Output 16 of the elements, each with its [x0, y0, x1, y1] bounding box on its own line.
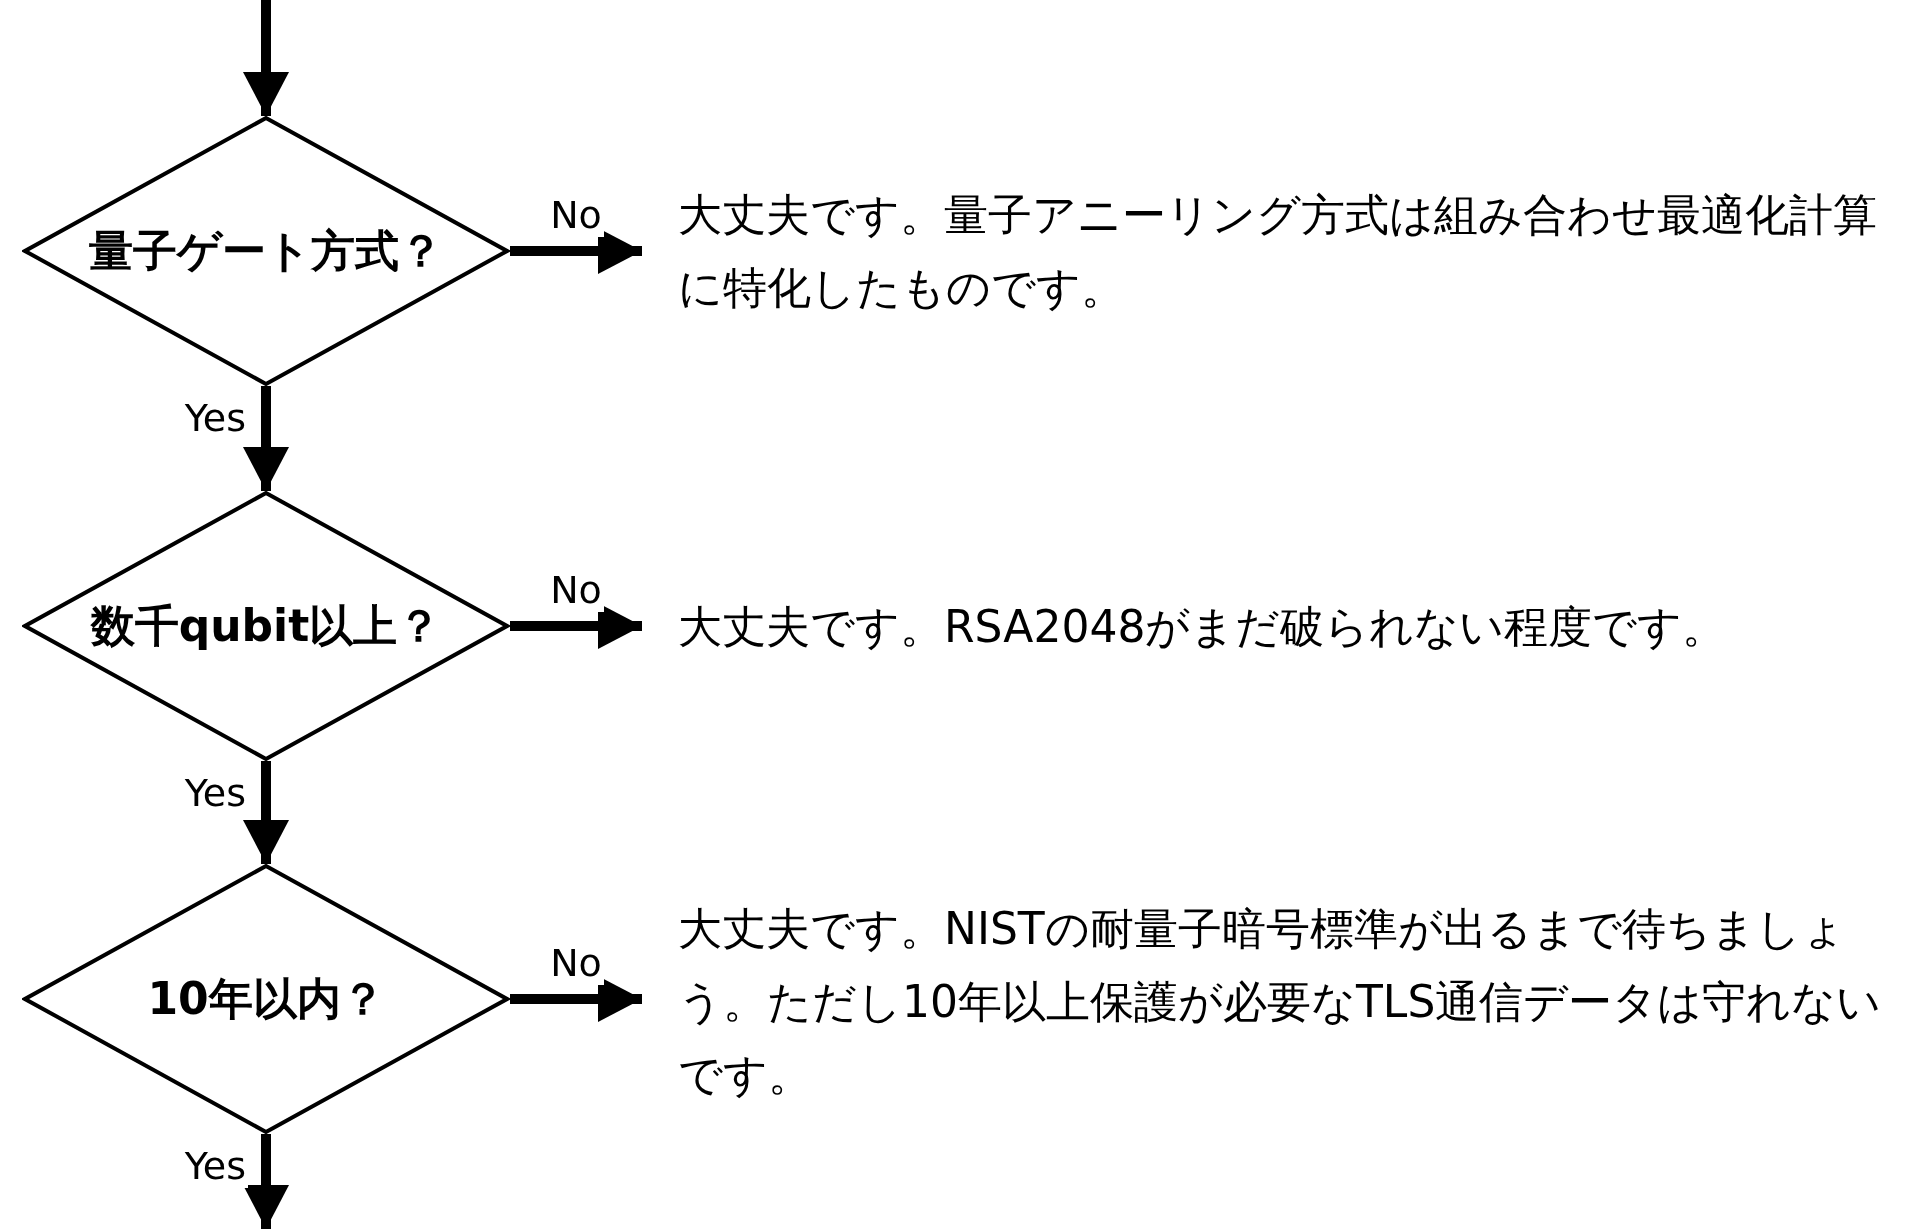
arrow [243, 0, 289, 116]
answer-text: 大丈夫です。量子アニーリング方式は組み合わせ最適化計算に特化したものです。 [678, 178, 1908, 324]
arrow [510, 228, 642, 274]
arrow [243, 761, 289, 864]
question-text: 量子ゲート方式？ [88, 223, 444, 278]
decision-diamond [22, 864, 510, 1134]
decision-diamond [22, 491, 510, 761]
answer-text: 大丈夫です。NISTの耐量子暗号標準が出るまで待ちましょう。ただし10年以上保護が必要なTLS通信データは守れないです。 [678, 892, 1915, 1111]
question-text: 数千qubit以上？ [89, 598, 443, 653]
arrow [243, 1134, 289, 1229]
answer-text: 大丈夫です。RSA2048がまだ破られない程度です。 [678, 590, 1915, 663]
question-text: 10年以内？ [146, 971, 386, 1026]
decision-diamond [22, 116, 510, 386]
arrow [510, 976, 642, 1022]
arrow [510, 603, 642, 649]
arrow [243, 386, 289, 491]
